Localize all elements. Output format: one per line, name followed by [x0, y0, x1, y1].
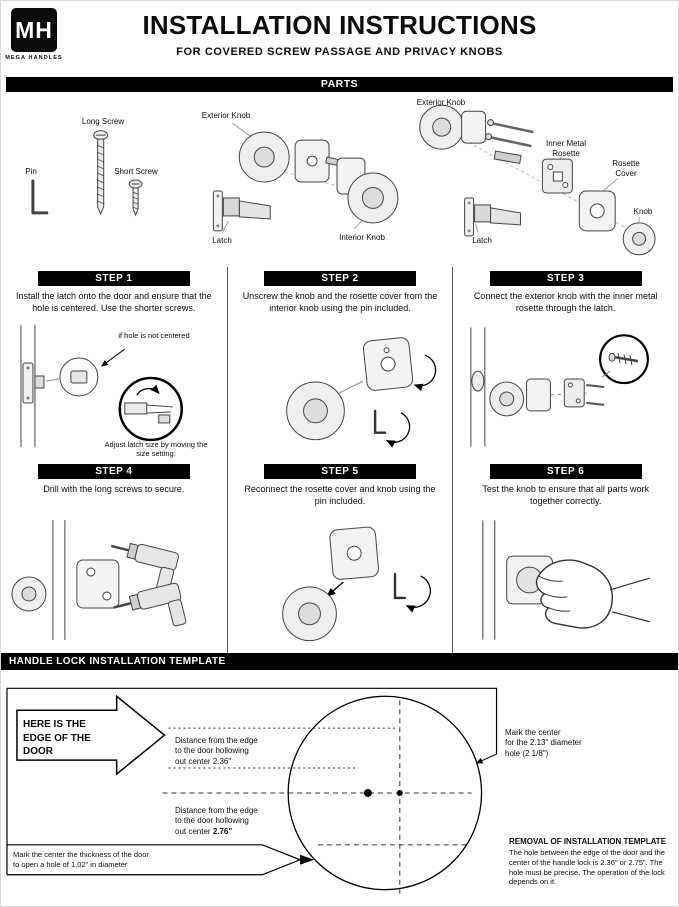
step-6-banner-label: STEP 6	[547, 466, 585, 477]
mark-hole-right-label: Mark the center for the 2.13" diameter h…	[505, 728, 582, 758]
label-rosette-cover: Rosette Cover	[612, 159, 640, 178]
step-5-illustration	[228, 512, 453, 648]
step-2-description: Unscrew the knob and the rosette cover f…	[242, 291, 438, 313]
step-3-banner: STEP 3	[489, 271, 642, 286]
label-latch-right: Latch	[472, 236, 492, 245]
template-banner: HANDLE LOCK INSTALLATION TEMPLATE	[1, 653, 678, 670]
label-interior-knob: Interior Knob	[339, 233, 385, 242]
step-6-illustration	[453, 512, 678, 648]
step-1-note-bottom: Adjust latch size by moving the size set…	[104, 440, 208, 459]
label-knob: Knob	[633, 207, 653, 216]
door-edge-arrow-icon	[16, 694, 166, 776]
label-exterior-knob-mid: Exterior Knob	[201, 111, 251, 120]
step-4-description: Drill with the long screws to secure.	[43, 484, 185, 494]
template-drawing	[6, 687, 498, 894]
step-6-drawing	[482, 520, 651, 640]
label-long-screw: Long Screw	[81, 117, 125, 126]
inner-rosette-icon	[541, 158, 573, 194]
step-2-banner-label: STEP 2	[321, 273, 359, 284]
pin-icon	[31, 179, 49, 215]
removal-text: The hole between the edge of the door an…	[509, 848, 665, 887]
label-latch-mid: Latch	[212, 236, 232, 245]
step-4-cell: STEP 4 Drill with the long screws to sec…	[1, 460, 227, 653]
step-3-description: Connect the exterior knob with the inner…	[473, 291, 658, 313]
step-3-illustration	[453, 319, 678, 455]
step-4-banner-label: STEP 4	[95, 466, 133, 477]
latch-left-icon	[212, 190, 271, 232]
door-edge-label: HERE IS THE EDGE OF THE DOOR	[23, 719, 91, 757]
step-5-cell: STEP 5 Reconnect the rosette cover and k…	[226, 460, 453, 653]
logo-text: MH	[15, 16, 53, 43]
step-4-drawing	[11, 520, 187, 640]
step-2-cell: STEP 2 Unscrew the knob and the rosette …	[226, 267, 453, 460]
step-3-cell: STEP 3 Connect the exterior knob with th…	[452, 267, 678, 460]
privacy-knob-assembly	[419, 104, 656, 256]
distance-276-label: Distance from the edge to the door hollo…	[175, 806, 295, 837]
step-5-drawing	[281, 526, 431, 642]
step-1-banner: STEP 1	[37, 271, 190, 286]
steps-grid: STEP 1 Install the latch onto the door a…	[1, 267, 678, 653]
distance-236-label: Distance from the edge to the door hollo…	[175, 736, 258, 766]
step-1-cell: STEP 1 Install the latch onto the door a…	[1, 267, 227, 460]
parts-diagram: Long Screw Pin Short Screw Exterior Knob…	[1, 95, 678, 267]
mh-logo-icon: MH	[11, 8, 57, 52]
step-6-description: Test the knob to ensure that all parts w…	[482, 484, 649, 506]
title-block: INSTALLATION INSTRUCTIONS FOR COVERED SC…	[1, 10, 678, 58]
center-mark-236	[363, 788, 372, 797]
pin-icon	[393, 572, 406, 600]
step-1-description: Install the latch onto the door and ensu…	[16, 291, 212, 313]
hand-icon	[536, 559, 651, 629]
step-1-illustration: if hole is not centered Adjust latch siz…	[1, 319, 227, 458]
distance-276-value: 2.76"	[212, 826, 233, 836]
step-3-banner-label: STEP 3	[547, 273, 585, 284]
label-short-screw: Short Screw	[114, 167, 158, 176]
page-title: INSTALLATION INSTRUCTIONS	[142, 10, 537, 40]
mark-hole-bottom-label: Mark the center the thickness of the doo…	[13, 850, 149, 869]
step-2-drawing	[285, 337, 436, 448]
step-3-drawing	[470, 327, 650, 447]
step-2-illustration	[228, 319, 453, 455]
parts-banner-label: PARTS	[320, 78, 359, 90]
step-6-cell: STEP 6 Test the knob to ensure that all …	[452, 460, 678, 653]
removal-title: REMOVAL OF INSTALLATION TEMPLATE	[509, 837, 667, 846]
step-5-banner: STEP 5	[263, 464, 416, 479]
step-4-banner: STEP 4	[37, 464, 190, 479]
magnifier-icon	[118, 376, 183, 442]
label-inner-metal-rosette: Inner Metal Rosette	[545, 139, 587, 158]
step-1-banner-label: STEP 1	[95, 273, 133, 284]
long-screws-icon	[485, 119, 534, 148]
template-banner-label: HANDLE LOCK INSTALLATION TEMPLATE	[9, 656, 226, 667]
parts-banner: PARTS	[6, 77, 673, 92]
pin-icon	[373, 409, 386, 434]
parts-illustration	[31, 104, 656, 256]
step-1-note-top: if hole is not centered	[118, 331, 190, 340]
label-pin: Pin	[25, 167, 37, 176]
step-5-banner-label: STEP 5	[321, 466, 359, 477]
step-1-drawing	[20, 325, 183, 447]
brand-name: MEGA HANDLES	[5, 55, 63, 61]
passage-knob-assembly	[212, 131, 399, 232]
rosette-cover-icon	[578, 190, 616, 232]
page-subtitle: FOR COVERED SCREW PASSAGE AND PRIVACY KN…	[176, 46, 503, 58]
short-screw-icon	[128, 179, 143, 217]
distance-276-prefix: Distance from the edge to the door hollo…	[175, 806, 258, 836]
installation-template: HERE IS THE EDGE OF THE DOOR Distance fr…	[1, 670, 678, 907]
label-exterior-knob-right: Exterior Knob	[416, 98, 466, 107]
step-2-banner: STEP 2	[263, 271, 416, 286]
step-5-description: Reconnect the rosette cover and knob usi…	[244, 484, 436, 506]
center-mark-276	[396, 789, 403, 796]
tab-arrowhead-icon	[300, 854, 315, 865]
long-screw-icon	[93, 130, 109, 216]
drill-icon	[113, 582, 187, 627]
step-6-banner: STEP 6	[489, 464, 642, 479]
latch-right-icon	[464, 197, 521, 237]
step-4-illustration	[1, 512, 227, 648]
bore-circle	[287, 695, 483, 891]
